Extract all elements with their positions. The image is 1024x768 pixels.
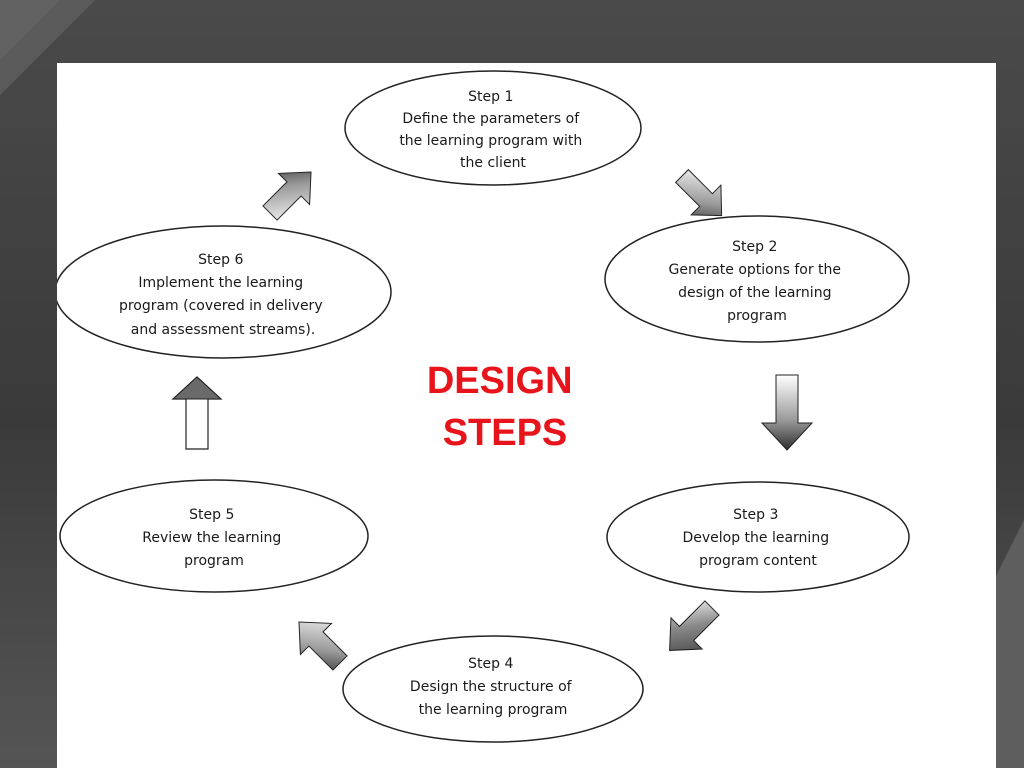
step-3-node: Step 3 Develop the learning program cont… [606, 481, 910, 593]
step-6-line-1: Step 6 [198, 252, 243, 268]
diagram-panel: Step 1 Define the parameters of the lear… [57, 63, 996, 768]
arrow-up-icon [171, 376, 223, 450]
svg-text:Step 5 Review the le: Step 5 Review the learning program [142, 507, 285, 569]
corner-deco-top-left-inner [0, 0, 60, 60]
step-6-line-4: and assessment streams). [131, 322, 316, 338]
svg-text:Step 3 Develop the l: Step 3 Develop the learning program cont… [682, 507, 833, 569]
arrow-down-icon [760, 374, 814, 451]
step-1-line-4: the client [460, 155, 526, 171]
svg-text:Step 6 Implement the: Step 6 Implement the learning program (c… [119, 252, 327, 338]
diagram-title-line-1: DESIGN [427, 360, 573, 402]
step-1-line-1: Step 1 [468, 89, 513, 105]
step-2-line-4: program [727, 308, 787, 324]
step-6-line-3: program (covered in delivery [119, 298, 323, 314]
svg-text:Step 2 Generate opti: Step 2 Generate options for the design o… [669, 239, 846, 324]
arrow-up-right-icon [262, 171, 312, 221]
step-4-node: Step 4 Design the structure of the learn… [342, 635, 644, 743]
svg-text:Step 4 Design the st: Step 4 Design the structure of the learn… [410, 656, 576, 718]
step-1-line-3: the learning program with [399, 133, 582, 149]
svg-text:Step 1 Define the pa: Step 1 Define the parameters of the lear… [399, 89, 586, 171]
step-5-line-2: Review the learning [142, 530, 281, 546]
step-4-line-1: Step 4 [468, 656, 513, 672]
step-1-node: Step 1 Define the parameters of the lear… [344, 70, 642, 186]
arrow-down-left-icon [669, 600, 720, 651]
diagram-title: DESIGN STEPS [427, 360, 583, 454]
step-6-line-2: Implement the learning [138, 275, 303, 291]
step-3-line-3: program content [699, 553, 817, 569]
step-6-node: Step 6 Implement the learning program (c… [57, 225, 392, 359]
step-1-line-2: Define the parameters of [402, 111, 580, 127]
design-steps-diagram: Step 1 Define the parameters of the lear… [57, 70, 910, 743]
step-5-node: Step 5 Review the learning program [59, 479, 369, 593]
arrow-down-right-icon [674, 168, 723, 217]
step-3-line-1: Step 3 [733, 507, 778, 523]
step-5-line-1: Step 5 [189, 507, 234, 523]
step-4-line-2: Design the structure of [410, 679, 573, 695]
diagram-title-line-2: STEPS [443, 412, 568, 454]
step-4-line-3: the learning program [419, 702, 568, 718]
step-2-node: Step 2 Generate options for the design o… [604, 215, 910, 343]
step-5-line-3: program [184, 553, 244, 569]
step-2-line-3: design of the learning [678, 285, 831, 301]
step-2-line-1: Step 2 [732, 239, 777, 255]
arrow-up-left-icon [298, 621, 348, 671]
step-3-line-2: Develop the learning [682, 530, 829, 546]
step-2-line-2: Generate options for the [669, 262, 842, 278]
